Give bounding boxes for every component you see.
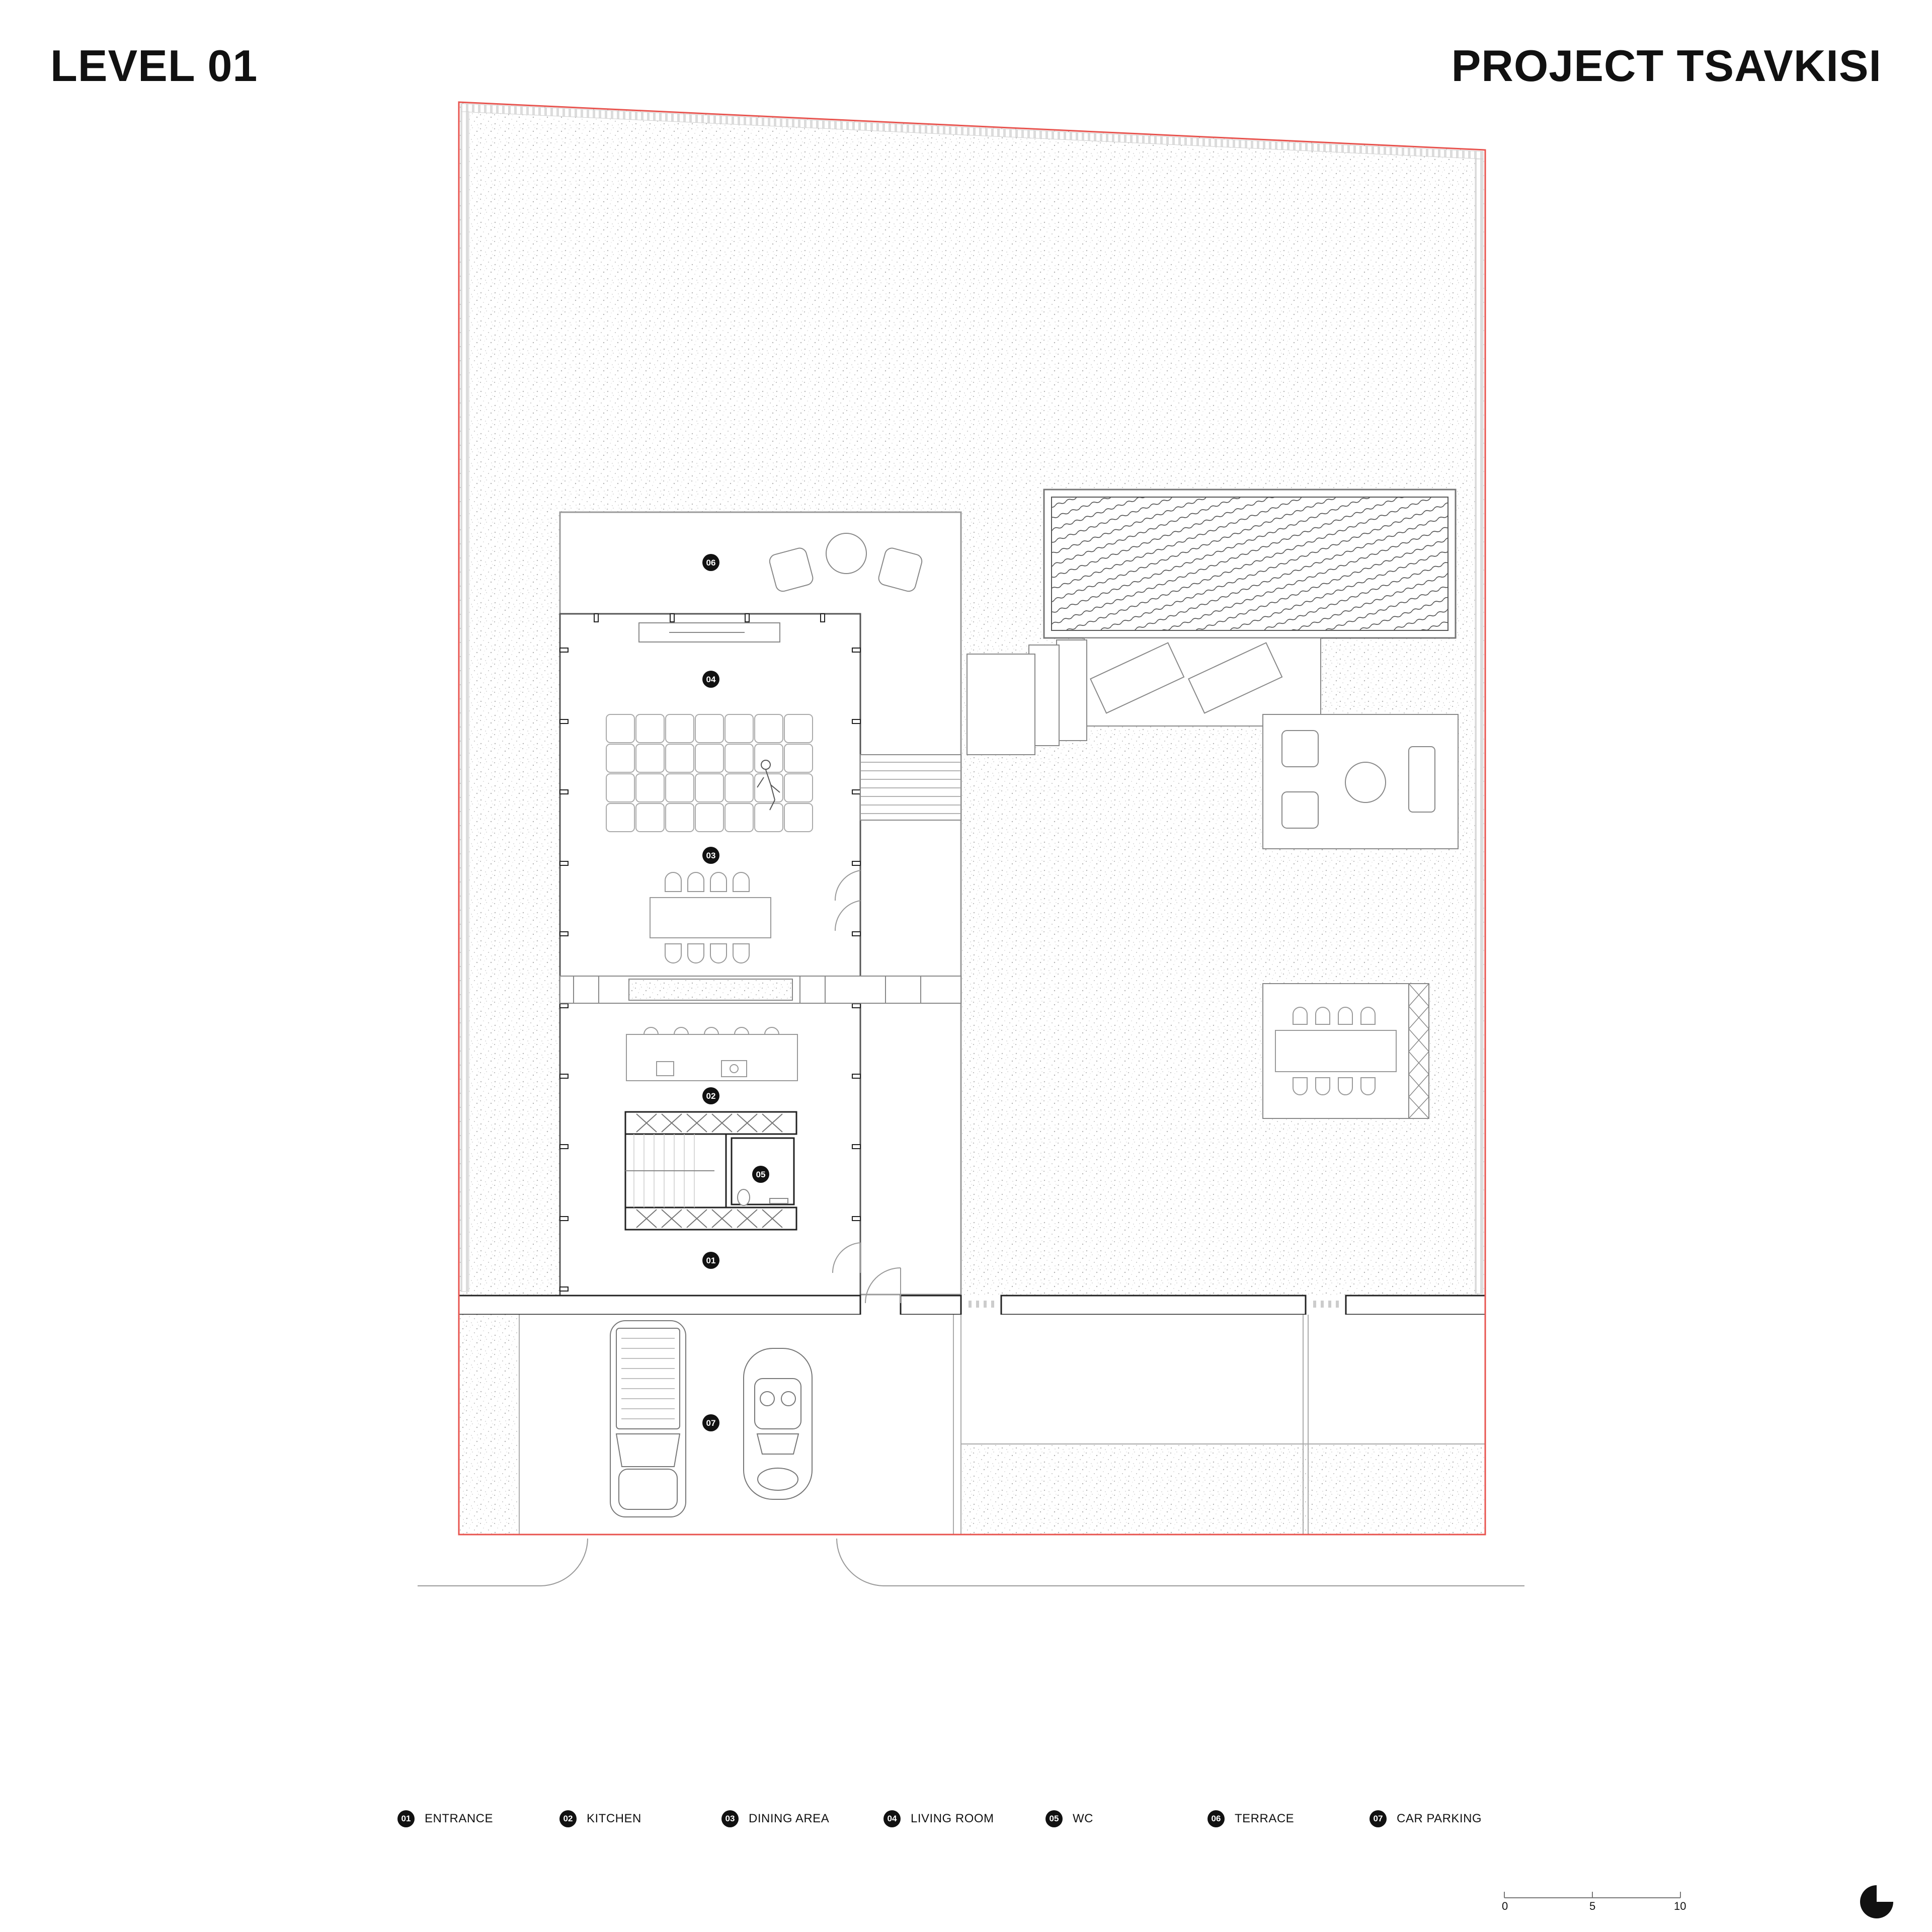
svg-text:01: 01 [706,1256,716,1265]
scale-tick-0: 0 [1502,1900,1508,1912]
legend-badge: 01 [397,1810,415,1827]
legend-badge: 07 [1370,1810,1387,1827]
project-title: PROJECT TSAVKISI [1451,41,1882,91]
svg-text:07: 07 [706,1418,716,1428]
legend-item-terrace: 06 TERRACE [1208,1804,1294,1834]
legend-label: ENTRANCE [425,1812,494,1825]
scale-bar: 0 5 10 [1502,1887,1686,1922]
legend-badge: 06 [1208,1810,1225,1827]
pie-logo-icon [1860,1885,1893,1918]
legend-item-entrance: 01 ENTRANCE [397,1804,493,1834]
legend-label: LIVING ROOM [911,1812,994,1825]
scale-tick-10: 10 [1674,1900,1686,1912]
room-tag-03: 03 [702,847,719,864]
room-tag-02: 02 [702,1087,719,1104]
svg-text:06: 06 [706,558,716,568]
legend-label: TERRACE [1235,1812,1295,1825]
svg-text:03: 03 [706,851,716,860]
svg-text:02: 02 [706,1091,716,1101]
room-tag-06: 06 [702,554,719,571]
room-tag-01: 01 [702,1252,719,1269]
svg-text:04: 04 [706,675,716,684]
legend: 01 ENTRANCE 02 KITCHEN 03 DINING AREA 04… [397,1804,1555,1834]
scale-bar-line [1504,1892,1681,1898]
legend-item-wc: 05 WC [1045,1804,1093,1834]
svg-text:05: 05 [756,1170,766,1179]
legend-item-living-room: 04 LIVING ROOM [883,1804,994,1834]
legend-label: WC [1073,1812,1093,1825]
room-tag-04: 04 [702,671,719,688]
level-title: LEVEL 01 [50,41,258,91]
legend-badge: 02 [559,1810,577,1827]
legend-label: CAR PARKING [1397,1812,1482,1825]
legend-label: DINING AREA [749,1812,830,1825]
room-tag-05: 05 [752,1166,769,1183]
legend-item-dining-area: 03 DINING AREA [721,1804,829,1834]
legend-item-kitchen: 02 KITCHEN [559,1804,641,1834]
room-tag-07: 07 [702,1414,719,1431]
legend-badge: 04 [883,1810,901,1827]
legend-badge: 05 [1045,1810,1063,1827]
legend-item-car-parking: 07 CAR PARKING [1370,1804,1482,1834]
scale-tick-5: 5 [1589,1900,1596,1912]
legend-label: KITCHEN [587,1812,641,1825]
legend-badge: 03 [721,1810,739,1827]
